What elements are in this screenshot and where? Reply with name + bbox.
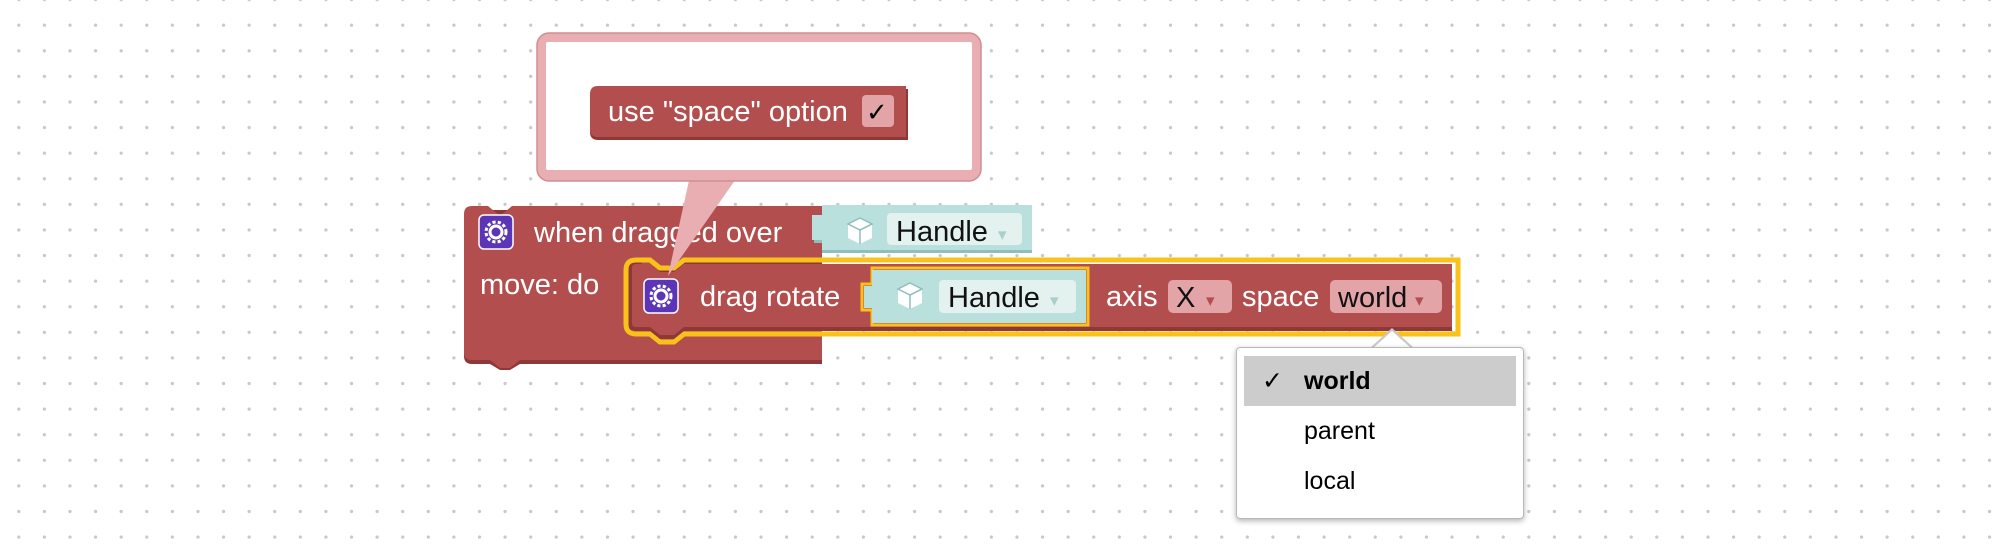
space-dropdown-arrow: ▾ [1415, 291, 1424, 311]
menu-item-label: local [1304, 467, 1356, 495]
axis-value: X [1176, 282, 1195, 314]
mutator-bubble[interactable]: use "space" option ✓ [536, 32, 982, 276]
drag-rotate-cube-icon [896, 282, 924, 309]
menu-item-parent[interactable]: parent [1244, 406, 1516, 456]
dropdown-pointer-inner [1372, 331, 1412, 349]
drag-rotate-gear-icon [643, 278, 679, 314]
menu-item-local[interactable]: local [1244, 456, 1516, 506]
menu-item-world[interactable]: ✓ world [1244, 356, 1516, 406]
drag-rotate-object-block-handle[interactable]: Handle ▾ [860, 266, 1090, 327]
event-object-dropdown[interactable]: Handle ▾ [887, 213, 1022, 248]
selection-outline [623, 257, 1461, 345]
axis-dropdown[interactable]: X ▾ [1168, 280, 1232, 314]
drag-rotate-block[interactable]: drag rotate Handle ▾ axis [623, 257, 1461, 345]
event-cube-icon [846, 217, 874, 244]
axis-label: axis [1106, 281, 1158, 313]
space-option-label: use "space" option [608, 96, 848, 128]
event-object-dropdown-arrow: ▾ [998, 225, 1007, 245]
event-block-body [464, 206, 822, 368]
menu-item-label: world [1304, 367, 1371, 395]
event-object-block-handle[interactable]: Handle ▾ [812, 205, 1032, 253]
drag-rotate-object-name: Handle [948, 282, 1040, 314]
event-block-when-dragged-over[interactable]: when dragged over move: do [464, 206, 822, 370]
space-option-checkbox[interactable]: ✓ [862, 95, 894, 128]
space-option-block[interactable]: use "space" option ✓ [590, 86, 908, 140]
event-statement-label: move: do [480, 269, 599, 301]
drag-rotate-object-dropdown-arrow: ▾ [1050, 291, 1059, 311]
drag-rotate-object-dropdown[interactable]: Handle ▾ [939, 280, 1076, 314]
space-value: world [1337, 282, 1407, 314]
event-gear-icon [478, 214, 514, 250]
checkbox-check-icon: ✓ [866, 98, 888, 128]
axis-dropdown-arrow: ▾ [1206, 291, 1215, 311]
check-icon: ✓ [1262, 366, 1283, 395]
space-dropdown[interactable]: world ▾ [1330, 280, 1442, 314]
event-object-name: Handle [896, 216, 988, 248]
space-dropdown-menu[interactable]: ✓ world parent local [1236, 347, 1524, 519]
menu-item-label: parent [1304, 417, 1375, 445]
drag-rotate-label: drag rotate [700, 281, 840, 313]
event-block-label: when dragged over [533, 217, 783, 249]
space-label: space [1242, 281, 1319, 313]
bubble-tail [668, 176, 738, 276]
